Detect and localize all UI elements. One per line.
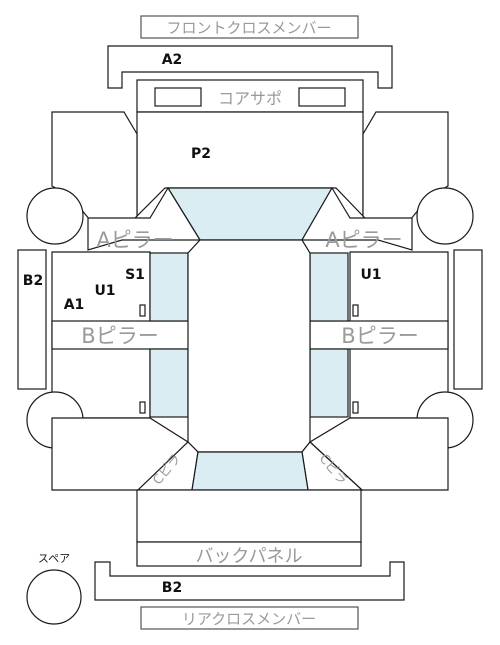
code-s1-left: S1 <box>125 267 145 283</box>
back-panel[interactable] <box>136 541 362 567</box>
rear-window[interactable] <box>191 451 309 491</box>
spare-tire[interactable] <box>26 569 82 625</box>
rear-cross-member-label: リアクロスメンバー <box>182 610 316 628</box>
left-front-window[interactable] <box>149 252 189 322</box>
right-front-wheel[interactable] <box>416 187 474 245</box>
code-a2: A2 <box>162 52 183 68</box>
left-rocker-bar[interactable] <box>17 249 47 390</box>
left-a-pillar-label: Aピラー <box>96 228 173 252</box>
left-b-pillar-label: Bピラー <box>81 324 158 348</box>
core-support-label: コアサポ <box>218 89 282 108</box>
code-b2-left: B2 <box>23 273 43 289</box>
right-front-door-handle[interactable] <box>352 304 359 317</box>
rear-cross-member-box[interactable] <box>140 606 359 630</box>
spare-label: スペア <box>38 552 70 565</box>
left-front-wheel[interactable] <box>26 187 84 245</box>
right-rear-door-handle[interactable] <box>352 401 359 414</box>
code-p2: P2 <box>191 146 211 162</box>
left-front-door-handle[interactable] <box>139 304 146 317</box>
trunk-lid[interactable] <box>136 489 362 543</box>
front-cross-member-label: フロントクロスメンバー <box>166 19 331 37</box>
right-rocker-bar[interactable] <box>453 249 483 390</box>
right-rear-window[interactable] <box>309 348 349 418</box>
left-rear-door-handle[interactable] <box>139 401 146 414</box>
code-u1-left: U1 <box>94 283 115 299</box>
right-front-window[interactable] <box>309 252 349 322</box>
right-a-pillar-label: Aピラー <box>325 228 402 252</box>
right-b-pillar[interactable] <box>309 320 449 350</box>
code-b2-rear: B2 <box>162 580 182 596</box>
left-b-pillar[interactable] <box>51 320 191 350</box>
right-headlight-box[interactable] <box>298 87 346 107</box>
roof-panel[interactable] <box>187 239 311 453</box>
code-u1-right: U1 <box>360 267 381 283</box>
code-a1-left: A1 <box>64 297 85 313</box>
front-cross-member-box[interactable] <box>140 15 359 39</box>
rear-bumper-bracket[interactable] <box>94 561 405 601</box>
left-rear-window[interactable] <box>149 348 189 418</box>
back-panel-label: バックパネル <box>195 546 302 567</box>
right-b-pillar-label: Bピラー <box>341 324 418 348</box>
front-bumper-bracket[interactable] <box>107 45 393 89</box>
left-headlight-box[interactable] <box>154 87 202 107</box>
